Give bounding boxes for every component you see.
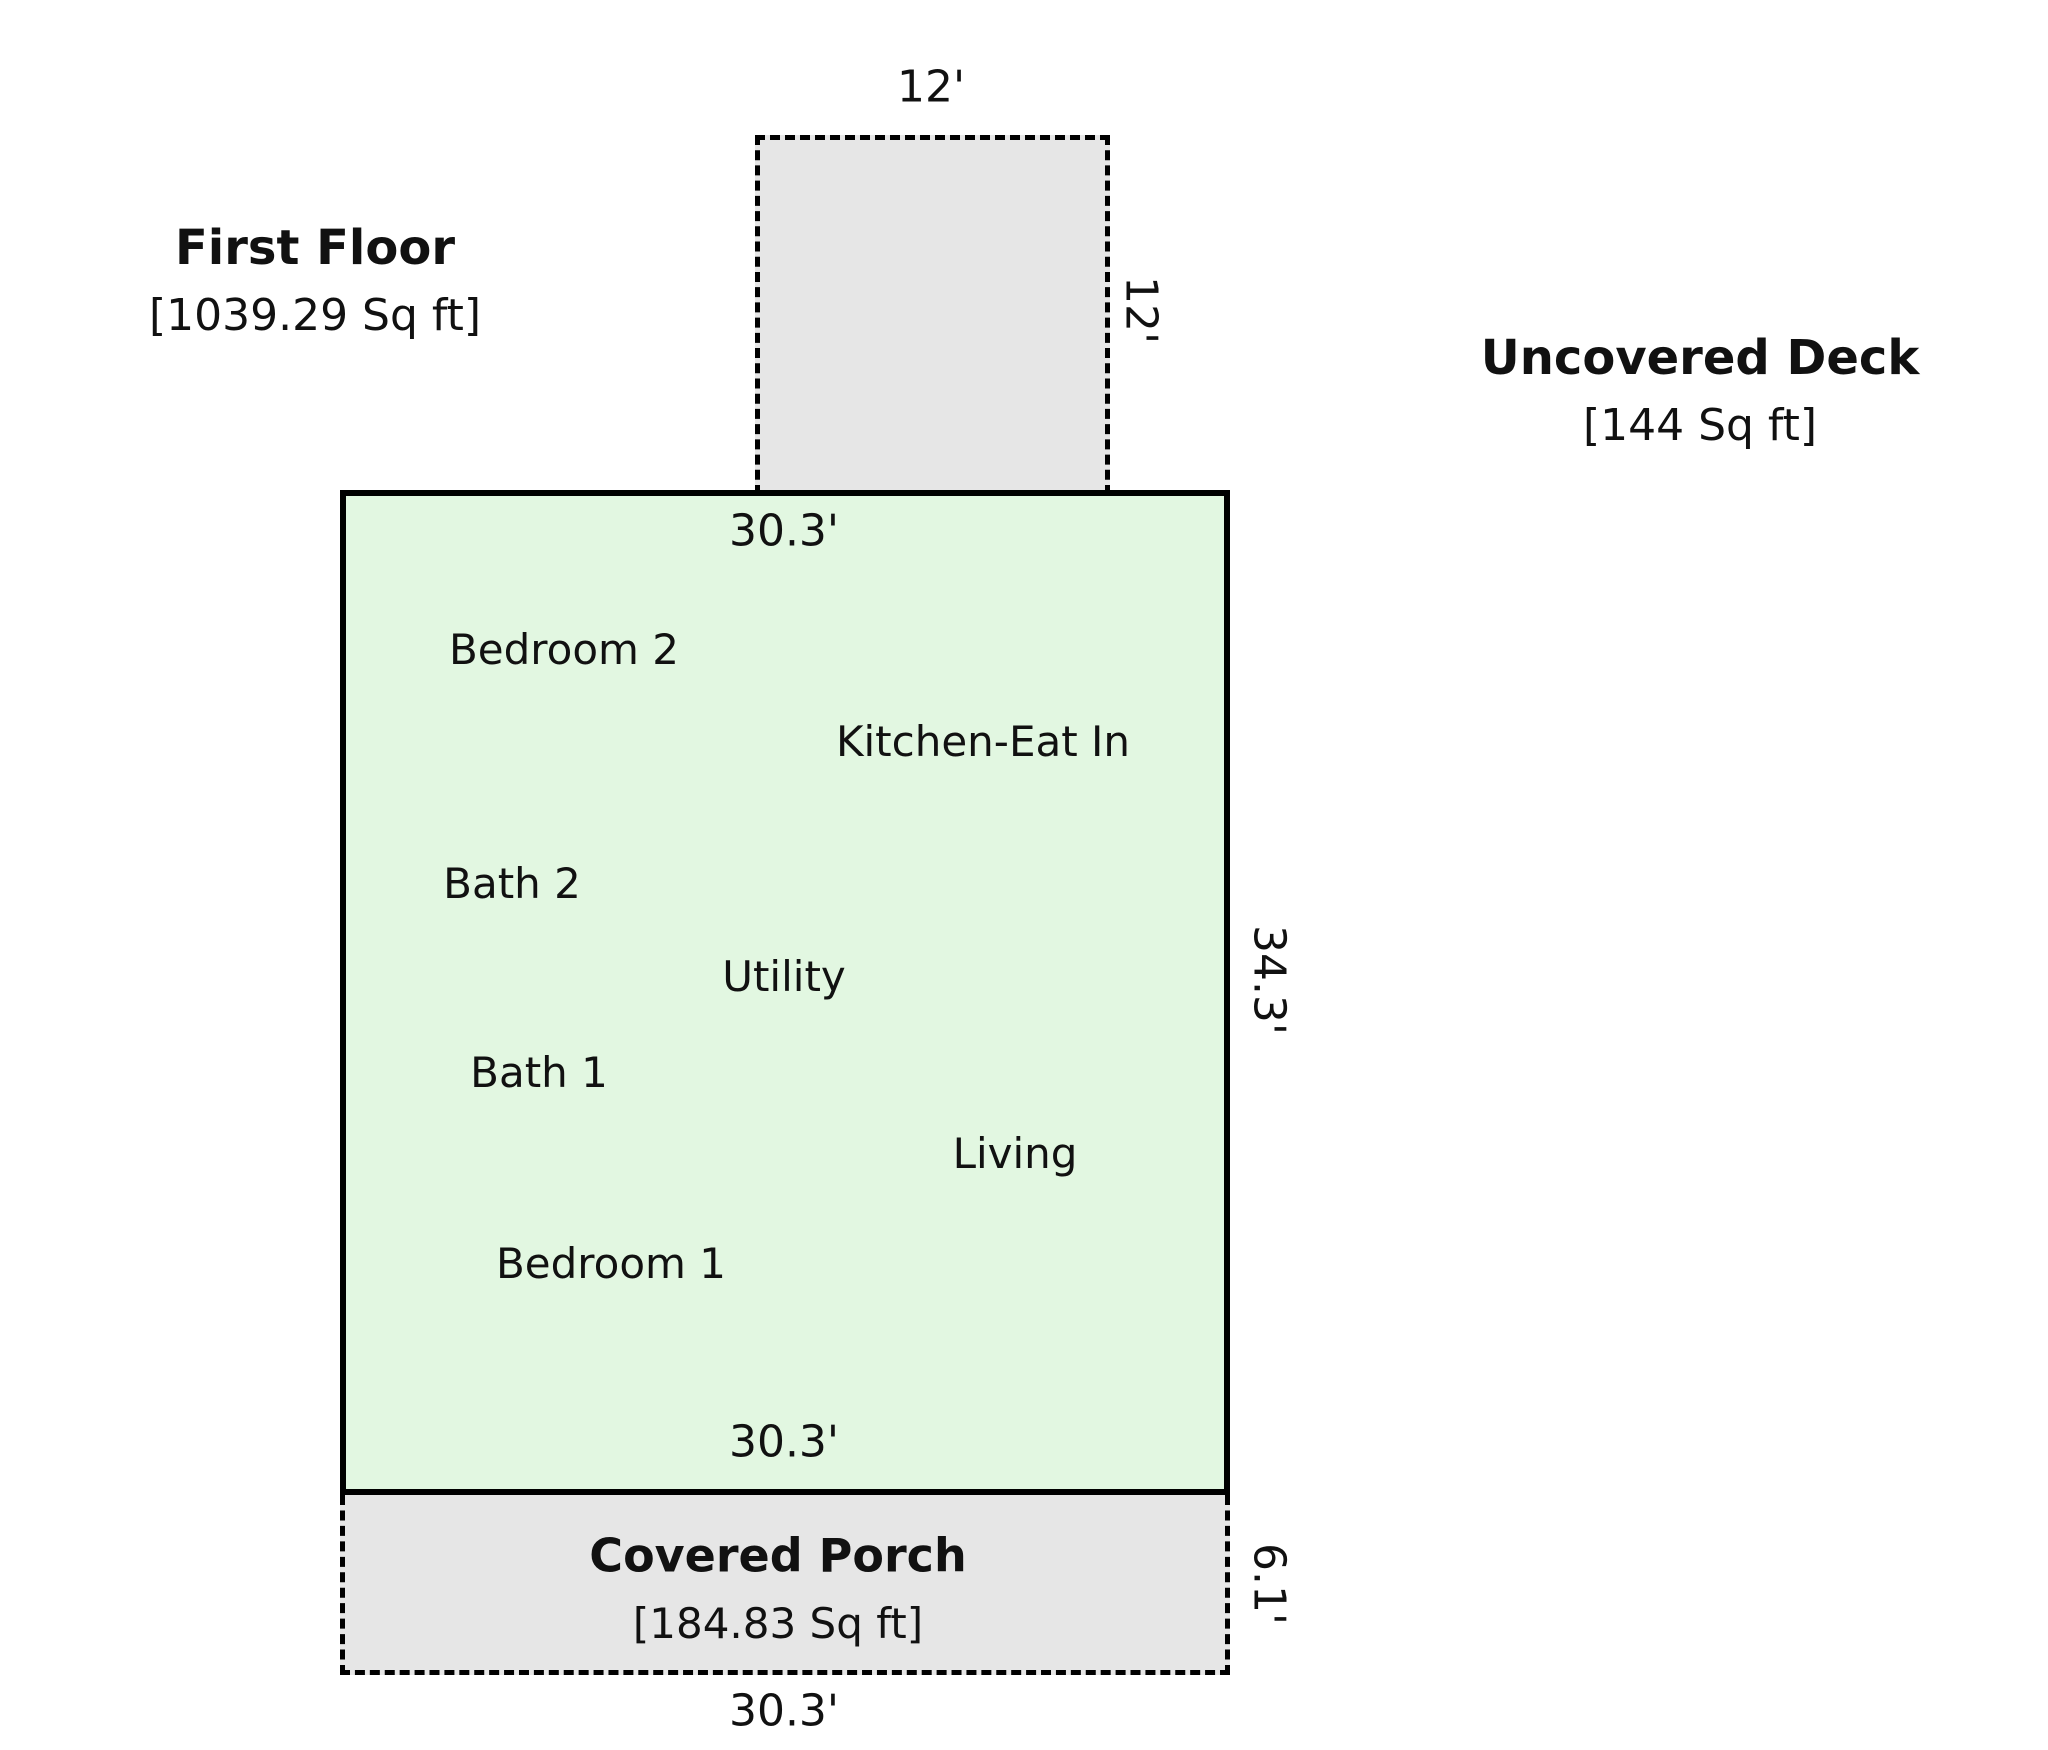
room-label-kitchen-eat-in: Kitchen-Eat In — [835, 716, 1131, 766]
room-label-bedroom-2: Bedroom 2 — [448, 624, 680, 674]
covered-porch-side-dimension: 6.1' — [1243, 1542, 1295, 1626]
covered-porch-title: Covered Porch — [589, 1528, 967, 1583]
first-floor-area: [1039.29 Sq ft] — [148, 290, 482, 341]
room-label-bath-2: Bath 2 — [443, 858, 581, 908]
first-floor-top-dimension: 30.3' — [728, 505, 840, 557]
first-floor-bottom-dimension: 30.3' — [728, 1416, 840, 1468]
first-floor-title-block: First Floor [1039.29 Sq ft] — [90, 220, 540, 341]
room-label-living: Living — [952, 1128, 1078, 1178]
covered-porch-area: [184.83 Sq ft] — [632, 1598, 924, 1648]
covered-porch-bottom-dimension: 30.3' — [728, 1685, 840, 1737]
covered-porch-outline — [340, 1495, 1230, 1675]
uncovered-deck-title-block: Uncovered Deck [144 Sq ft] — [1440, 330, 1960, 451]
first-floor-outline — [340, 490, 1230, 1495]
uncovered-deck-outline — [755, 135, 1110, 495]
uncovered-deck-area: [144 Sq ft] — [1582, 400, 1818, 451]
deck-height-dimension: 12' — [1115, 275, 1167, 345]
room-label-bath-1: Bath 1 — [470, 1047, 608, 1097]
room-label-bedroom-1: Bedroom 1 — [495, 1238, 727, 1288]
first-floor-title: First Floor — [174, 220, 455, 276]
room-label-utility: Utility — [722, 951, 846, 1001]
first-floor-side-dimension: 34.3' — [1243, 924, 1295, 1036]
uncovered-deck-title: Uncovered Deck — [1480, 330, 1920, 386]
deck-width-dimension: 12' — [896, 61, 966, 113]
